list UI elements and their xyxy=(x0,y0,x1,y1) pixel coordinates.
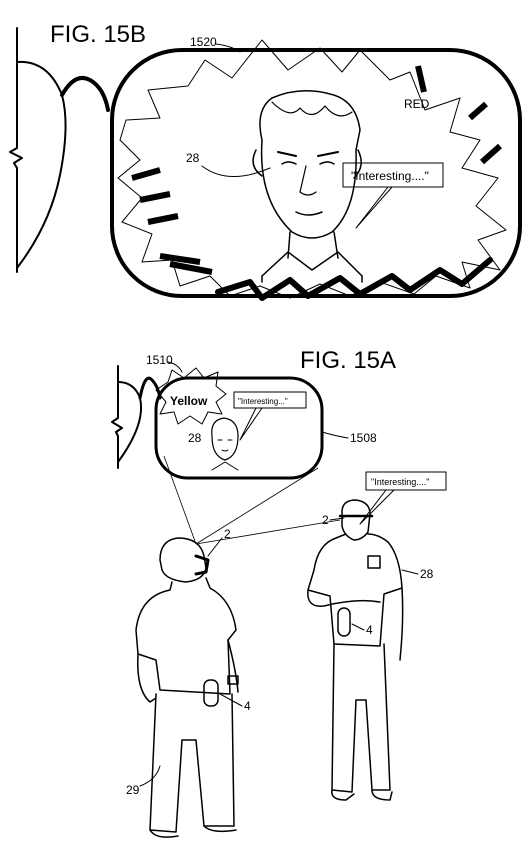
ref-1520: 1520 xyxy=(190,35,217,49)
speech-text-person-15a: "Interesting...." xyxy=(371,477,429,487)
speech-bubble-person-15a xyxy=(365,471,447,491)
starburst-15a xyxy=(155,367,227,425)
glasses-frame-small xyxy=(111,365,162,469)
face-15b xyxy=(252,90,363,283)
ref-2-user: 2 xyxy=(224,527,231,541)
speech-bubble-display-15a xyxy=(233,391,307,409)
fig-15a-title: FIG. 15A xyxy=(300,347,396,374)
speech-bubble-15b: "Interesting...." xyxy=(342,162,444,229)
figure-15a: FIG. 15A Yellow "Interesting..." 28 1510… xyxy=(111,347,447,838)
zigzag-bottom-15b xyxy=(215,257,493,301)
ref-2-person: 2 xyxy=(322,513,329,527)
person-figure xyxy=(307,499,404,801)
ref-29: 29 xyxy=(126,783,140,797)
ref-1508: 1508 xyxy=(350,431,377,445)
face-small-15a xyxy=(211,417,239,471)
color-label-yellow: Yellow xyxy=(170,394,208,408)
ref-28-person: 28 xyxy=(420,567,434,581)
color-label-red: RED xyxy=(404,97,430,111)
display-lens-15a xyxy=(154,376,324,480)
starburst-15b xyxy=(117,39,507,299)
speech-text-15b: "Interesting...." xyxy=(351,169,429,183)
speech-text-display-15a: "Interesting..." xyxy=(238,397,288,406)
ref-28-15b: 28 xyxy=(186,151,200,165)
ref-28-display: 28 xyxy=(188,431,202,445)
glasses-frame-left xyxy=(9,27,110,273)
ref-1510: 1510 xyxy=(146,353,173,367)
fig-15b-title: FIG. 15B xyxy=(50,21,146,48)
display-lens-15b xyxy=(110,48,522,298)
dash-marks-15b xyxy=(131,65,502,275)
ref-4-user: 4 xyxy=(244,699,251,713)
user-figure xyxy=(135,537,239,838)
figure-15b: FIG. 15B xyxy=(9,21,522,301)
ref-4-person: 4 xyxy=(366,623,373,637)
